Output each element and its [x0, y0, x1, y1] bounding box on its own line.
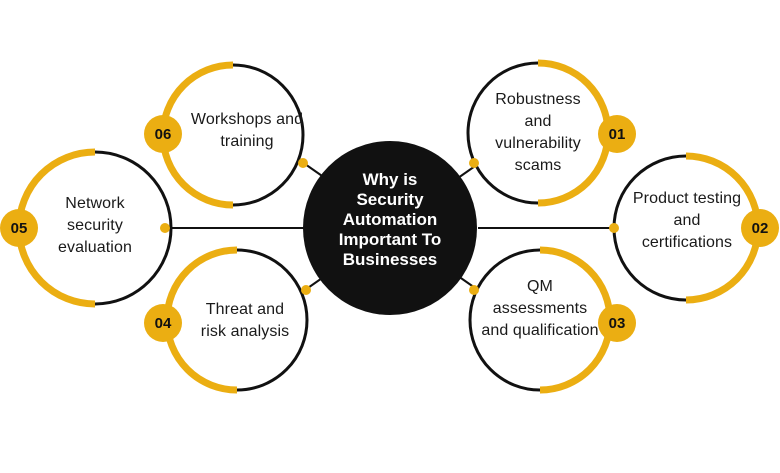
- center-circle: [303, 141, 477, 315]
- badge-05: 05: [0, 209, 38, 247]
- center-title: Why is Security Automation Important To …: [338, 170, 442, 269]
- item-label-06: Workshops and training: [190, 111, 304, 150]
- badge-04: 04: [144, 304, 182, 342]
- badge-06: 06: [144, 115, 182, 153]
- badge-03: 03: [598, 304, 636, 342]
- item-label-01: Robustness and vulnerability scams: [495, 91, 581, 174]
- item-label-02: Product testing and certifications: [632, 190, 742, 251]
- item-label-04: Threat and risk analysis: [200, 301, 290, 340]
- item-label-03: QM assessments and qualification: [481, 278, 599, 339]
- badge-02: 02: [741, 209, 779, 247]
- badge-01: 01: [598, 115, 636, 153]
- item-label-05: Network security evaluation: [58, 195, 132, 256]
- connector-dots: [160, 158, 619, 295]
